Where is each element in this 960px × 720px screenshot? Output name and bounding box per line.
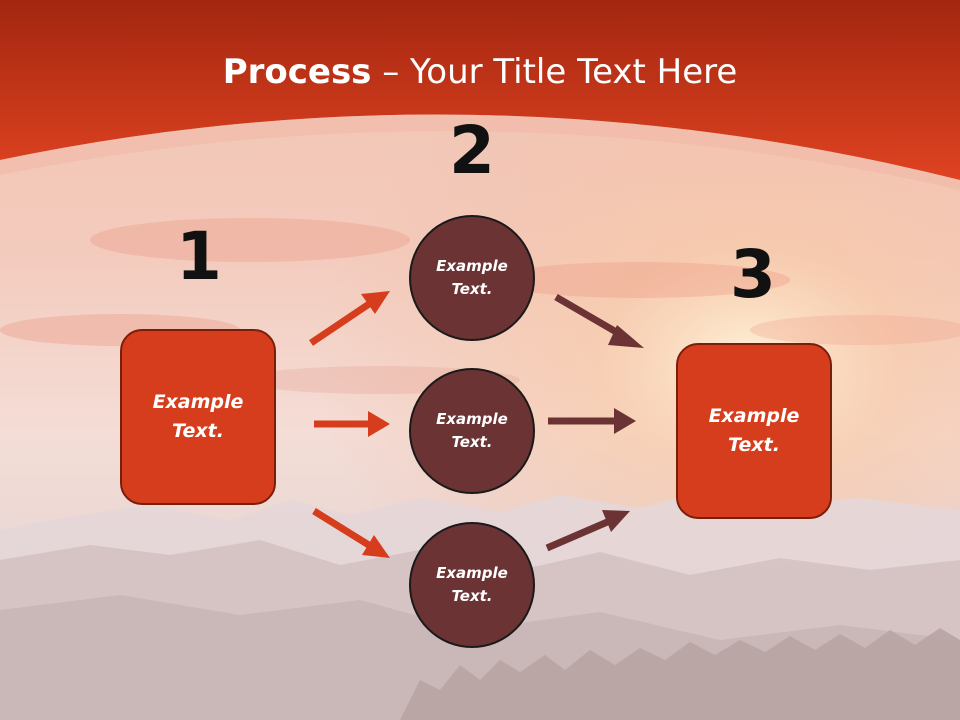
process-circle-middle[interactable]: Example Text. — [409, 368, 535, 494]
step-number-3: 3 — [730, 236, 776, 313]
title-rest: – Your Title Text Here — [371, 52, 738, 92]
arrow-bottom-to-right — [545, 510, 630, 552]
step-number-1: 1 — [176, 218, 222, 295]
step-number-2: 2 — [449, 112, 495, 189]
left-box-label: Example Text. — [152, 391, 244, 442]
right-process-box[interactable]: Example Text. — [676, 343, 832, 519]
process-circle-bottom[interactable]: Example Text. — [409, 522, 535, 648]
circle-top-label: Example Text. — [436, 257, 508, 298]
arrow-left-to-middle — [314, 411, 390, 437]
arrow-middle-to-right — [548, 408, 636, 434]
arrow-top-to-right — [554, 293, 644, 348]
arrow-left-to-top — [309, 291, 390, 346]
circle-bottom-label: Example Text. — [436, 564, 508, 605]
slide-title: Process – Your Title Text Here — [0, 52, 960, 92]
title-bold: Process — [222, 52, 372, 92]
process-circle-top[interactable]: Example Text. — [409, 215, 535, 341]
left-process-box[interactable]: Example Text. — [120, 329, 276, 505]
circle-middle-label: Example Text. — [436, 410, 508, 451]
right-box-label: Example Text. — [708, 405, 800, 456]
arrow-left-to-bottom — [312, 508, 390, 558]
